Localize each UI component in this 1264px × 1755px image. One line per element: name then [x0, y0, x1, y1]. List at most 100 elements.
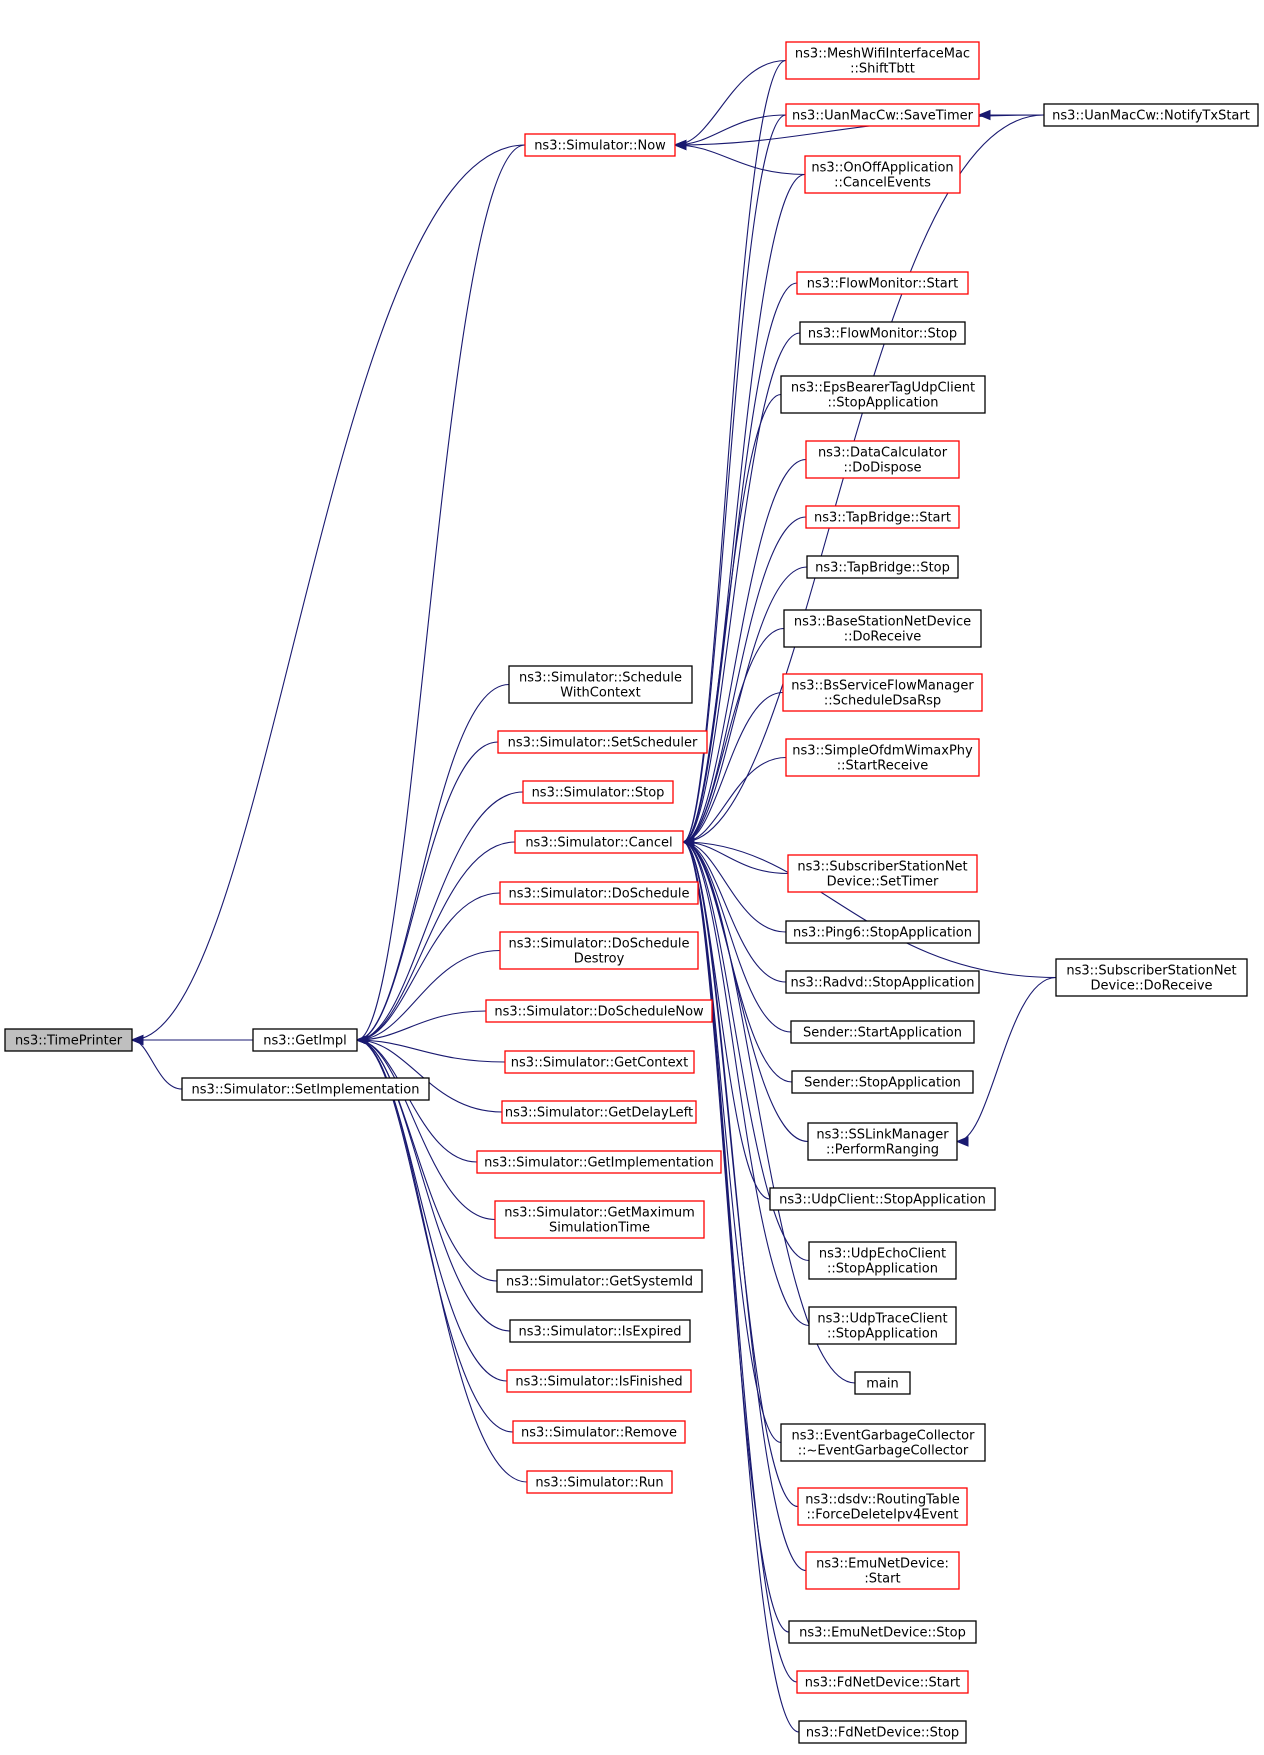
node-box [805, 505, 960, 529]
node-getimpl[interactable]: ns3::GetImpl [252, 1028, 358, 1052]
node-udpclient[interactable]: ns3::UdpClient::StopApplication [769, 1187, 996, 1211]
node-epsbearer[interactable]: ns3::EpsBearerTagUdpClient::StopApplicat… [780, 375, 986, 414]
edge-line [682, 841, 787, 933]
node-label: ns3::UdpEchoClient [819, 1247, 946, 1262]
edge-line [674, 144, 806, 176]
arrowhead [955, 1136, 969, 1147]
node-getcontext[interactable]: ns3::Simulator::GetContext [504, 1050, 695, 1074]
node-now[interactable]: ns3::Simulator::Now [524, 133, 676, 157]
node-label: ns3::FlowMonitor::Stop [808, 327, 957, 342]
node-getsystemid[interactable]: ns3::Simulator::GetSystemId [496, 1269, 703, 1293]
node-setsched[interactable]: ns3::Simulator::SetScheduler [497, 730, 708, 754]
node-emustop[interactable]: ns3::EmuNetDevice::Stop [788, 1620, 977, 1644]
node-egc[interactable]: ns3::EventGarbageCollector::~EventGarbag… [780, 1423, 986, 1462]
edge-line [682, 841, 787, 983]
call-edge-fdstop-to-cancel [681, 836, 800, 1733]
node-dosched[interactable]: ns3::Simulator::DoSchedule [499, 881, 699, 905]
node-label: ::DoDispose [843, 461, 921, 476]
node-senderstop[interactable]: Sender::StopApplication [791, 1070, 974, 1094]
call-edge-uannotify-to-uansave [977, 109, 1044, 121]
edge-line [682, 841, 800, 1733]
node-setimpl[interactable]: ns3::Simulator::SetImplementation [181, 1077, 430, 1101]
node-timeprinter[interactable]: ns3::TimePrinter [4, 1028, 133, 1052]
node-label: ns3::SubscriberStationNet [1066, 964, 1236, 979]
node-fdstop[interactable]: ns3::FdNetDevice::Stop [798, 1720, 967, 1744]
node-label: ns3::EmuNetDevice: [816, 1557, 949, 1572]
node-bssfm[interactable]: ns3::BsServiceFlowManager::ScheduleDsaRs… [782, 673, 983, 712]
node-label: ns3::dsdv::RoutingTable [805, 1493, 960, 1508]
node-label: ns3::DataCalculator [818, 446, 948, 461]
node-emustart[interactable]: ns3::EmuNetDevice::Start [805, 1551, 960, 1590]
node-tapstop[interactable]: ns3::TapBridge::Stop [806, 555, 959, 579]
node-ping6[interactable]: ns3::Ping6::StopApplication [785, 920, 980, 944]
node-uannotify[interactable]: ns3::UanMacCw::NotifyTxStart [1043, 103, 1259, 127]
node-label: ns3::Simulator::Schedule [519, 671, 682, 686]
call-edge-getsystemid-to-getimpl [355, 1034, 498, 1282]
node-datacalc[interactable]: ns3::DataCalculator::DoDispose [805, 440, 960, 479]
edge-line [682, 114, 787, 843]
node-box [769, 1187, 996, 1211]
node-box [785, 920, 980, 944]
node-isexpired[interactable]: ns3::Simulator::IsExpired [509, 1319, 691, 1343]
node-sslink[interactable]: ns3::SSLinkManager::PerformRanging [807, 1122, 958, 1161]
node-fmstart[interactable]: ns3::FlowMonitor::Start [796, 271, 969, 295]
node-uansave[interactable]: ns3::UanMacCw::SaveTimer [785, 103, 980, 127]
node-getimplementation[interactable]: ns3::Simulator::GetImplementation [476, 1150, 722, 1174]
edge-line [356, 1010, 487, 1041]
node-simpleofdm[interactable]: ns3::SimpleOfdmWimaxPhy::StartReceive [785, 738, 980, 777]
node-box [805, 1551, 960, 1590]
node-fmstop[interactable]: ns3::FlowMonitor::Stop [799, 321, 966, 345]
node-senderstart[interactable]: Sender::StartApplication [790, 1020, 975, 1044]
node-box [501, 1100, 697, 1124]
node-label: ns3::UdpTraceClient [817, 1312, 947, 1327]
node-simstop[interactable]: ns3::Simulator::Stop [522, 780, 674, 804]
node-onoffcancel[interactable]: ns3::OnOffApplication::CancelEvents [804, 155, 961, 194]
edge-line [131, 144, 526, 1041]
node-label: ns3::TapBridge::Start [814, 511, 951, 526]
node-radvd[interactable]: ns3::Radvd::StopApplication [785, 970, 980, 994]
node-label: ns3::Simulator::SetScheduler [508, 736, 698, 751]
node-main[interactable]: main [854, 1371, 911, 1395]
node-label: ns3::EmuNetDevice::Stop [799, 1626, 966, 1641]
edge-line [682, 841, 798, 1683]
node-box [506, 1369, 692, 1393]
node-getdelayleft[interactable]: ns3::Simulator::GetDelayLeft [501, 1100, 697, 1124]
edge-line [356, 144, 526, 1041]
edge-line [356, 683, 510, 1041]
node-label: ns3::Simulator::DoScheduleNow [494, 1005, 704, 1020]
call-edge-simpleofdm-to-cancel [681, 756, 787, 848]
node-ssnetsettimer[interactable]: ns3::SubscriberStationNetDevice::SetTime… [787, 854, 978, 893]
node-box [512, 1420, 686, 1444]
node-meshshift[interactable]: ns3::MeshWifiInterfaceMac::ShiftTbtt [785, 41, 980, 80]
call-edge-egc-to-cancel [681, 836, 782, 1444]
node-isfinished[interactable]: ns3::Simulator::IsFinished [506, 1369, 692, 1393]
node-label: ns3::Simulator::Run [535, 1476, 663, 1491]
node-bsnetdev[interactable]: ns3::BaseStationNetDevice::DoReceive [783, 609, 982, 648]
call-edge-getimpl-to-timeprinter [130, 1034, 253, 1046]
node-label: ::CancelEvents [834, 176, 931, 191]
node-label: ns3::EventGarbageCollector [792, 1429, 976, 1444]
node-label: ns3::Radvd::StopApplication [791, 976, 975, 991]
node-ssdoreceive[interactable]: ns3::SubscriberStationNetDevice::DoRecei… [1055, 958, 1248, 997]
edge-line [356, 892, 501, 1041]
node-udptrace[interactable]: ns3::UdpTraceClient::StopApplication [808, 1306, 957, 1345]
node-label: ns3::Simulator::GetContext [511, 1056, 688, 1071]
call-edge-now-to-getimpl [355, 144, 526, 1046]
call-edge-dosched-to-getimpl [355, 892, 501, 1046]
node-label: ns3::Simulator::GetDelayLeft [505, 1106, 693, 1121]
node-tapstart[interactable]: ns3::TapBridge::Start [805, 505, 960, 529]
node-dsdv[interactable]: ns3::dsdv::RoutingTable::ForceDeleteIpv4… [797, 1487, 968, 1526]
arrowhead [355, 1034, 369, 1046]
node-run[interactable]: ns3::Simulator::Run [526, 1470, 673, 1494]
node-remove[interactable]: ns3::Simulator::Remove [512, 1420, 686, 1444]
call-edge-doschednow-to-getimpl [355, 1010, 487, 1046]
node-box [808, 1241, 957, 1280]
node-udpecho[interactable]: ns3::UdpEchoClient::StopApplication [808, 1241, 957, 1280]
node-fdstart[interactable]: ns3::FdNetDevice::Start [796, 1670, 969, 1694]
node-doschednow[interactable]: ns3::Simulator::DoScheduleNow [485, 999, 713, 1023]
node-cancel[interactable]: ns3::Simulator::Cancel [514, 830, 684, 854]
